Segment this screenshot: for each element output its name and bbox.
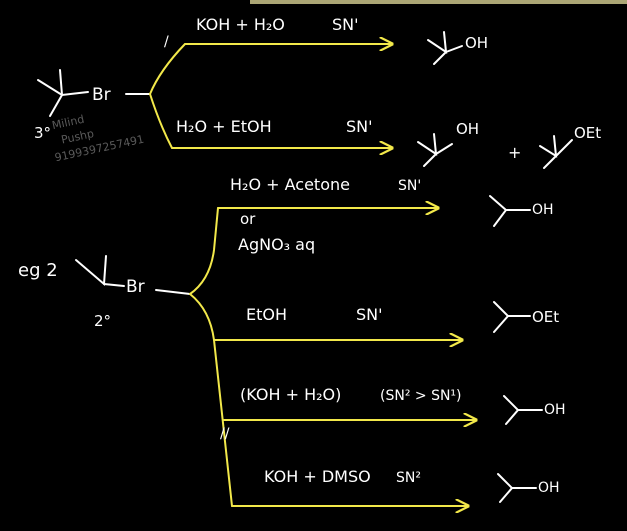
- product-oet-d: OEt: [532, 308, 559, 326]
- watermark: Milind Pushp 9199397257491: [51, 113, 145, 165]
- reagent-h2o-etoh: H₂O + EtOH: [176, 117, 272, 136]
- product-iproh-1: [489, 195, 531, 227]
- reagent-koh-dmso: KOH + DMSO: [264, 467, 371, 486]
- branch-mark-2: //: [220, 426, 230, 442]
- product-oet-b: OEt: [574, 124, 601, 142]
- mechanism-sn2: SN²: [396, 470, 421, 486]
- reagent-koh-h2o: KOH + H₂O: [196, 15, 285, 34]
- product-tbuoet: [539, 135, 573, 169]
- product-oh-f: OH: [538, 480, 560, 496]
- mechanism-sn1-c: SN': [398, 178, 421, 194]
- branch-mark-1: /: [164, 34, 169, 50]
- product-oh-c: OH: [532, 202, 554, 218]
- product-tbuoh-b: [417, 133, 453, 167]
- substrate-br-1: Br: [92, 85, 111, 105]
- product-oh-a: OH: [465, 34, 488, 52]
- product-oh-e: OH: [544, 402, 566, 418]
- degree-label-2: 2°: [94, 312, 111, 330]
- product-iproh-4: [497, 473, 537, 503]
- product-oh-b: OH: [456, 120, 479, 138]
- mechanism-sn1-d: SN': [356, 305, 383, 324]
- reagent-agno3: AgNO₃ aq: [238, 235, 315, 254]
- example-1: Br 3° / KOH + H₂O SN' OH H₂O + EtOH SN' …: [34, 15, 601, 169]
- eg2-label: eg 2: [18, 260, 58, 281]
- product-iproh-3: [503, 395, 543, 425]
- isopropyl-skeleton: [75, 255, 191, 295]
- plus-sign: +: [508, 143, 521, 162]
- reagent-h2o-acetone: H₂O + Acetone: [230, 175, 350, 194]
- mechanism-sn1-b: SN': [346, 117, 373, 136]
- reagent-koh-h2o-paren: (KOH + H₂O): [240, 385, 341, 404]
- top-strip: [250, 0, 627, 4]
- substrate-br-2: Br: [126, 277, 145, 297]
- mechanism-sn2-gt-sn1: (SN² > SN¹): [380, 388, 462, 404]
- example-2: eg 2 Br 2° // H₂O + Acetone SN' or AgNO₃…: [18, 175, 566, 506]
- tert-butyl-skeleton: [37, 69, 151, 117]
- branch-1-main: [149, 44, 392, 95]
- product-iproet: [493, 301, 531, 333]
- branch-1-lower: [149, 93, 392, 148]
- degree-label-1: 3°: [34, 124, 51, 142]
- or-text: or: [240, 210, 256, 228]
- product-tbuoh-a: [427, 31, 463, 65]
- mechanism-sn1-a: SN': [332, 15, 359, 34]
- reagent-etoh: EtOH: [246, 305, 287, 324]
- tree-trunk: [189, 207, 233, 507]
